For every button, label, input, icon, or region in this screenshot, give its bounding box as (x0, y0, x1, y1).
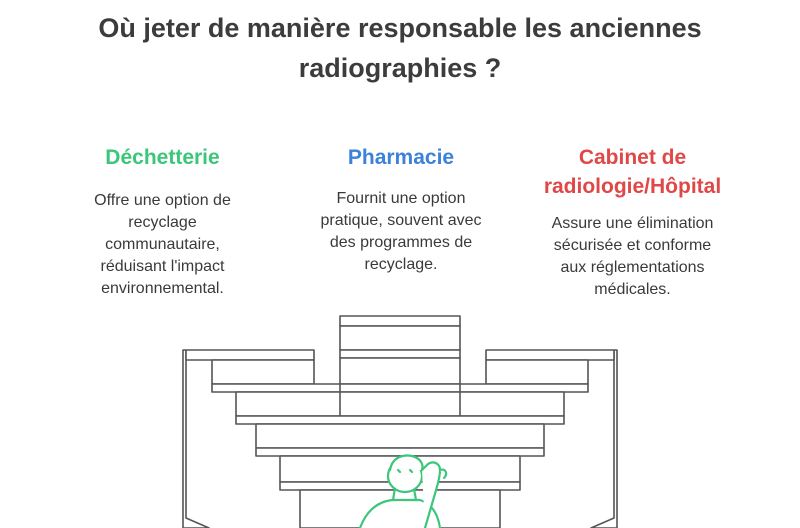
option-title: Pharmacie (347, 146, 455, 169)
right-step-4 (457, 391, 565, 417)
title-line-1: Où jeter de manière responsable les anci… (98, 13, 702, 43)
right-wall-shape (590, 349, 618, 528)
option-title: Déchetterie (105, 146, 220, 169)
option-description: Offre une option de recyclage communauta… (94, 192, 231, 297)
center-step-6 (339, 391, 461, 417)
center-step-3 (339, 349, 461, 359)
title-line-2: radiographies ? (298, 53, 502, 83)
page-title: Où jeter de manière responsable les anci… (0, 8, 800, 88)
option-description: Fournit une option pratique, souvent ave… (320, 190, 482, 273)
left-wall-shape (182, 349, 210, 528)
left-step-3 (211, 383, 343, 393)
right-step-3 (457, 383, 589, 393)
left-step-2 (211, 359, 315, 385)
center-step-4 (339, 357, 461, 385)
lower-step-3 (255, 447, 545, 457)
lower-step-2 (255, 423, 545, 449)
left-step-4 (235, 391, 343, 417)
center-step-1 (339, 315, 461, 327)
center-step-5 (339, 383, 461, 393)
option-title: Cabinet de radiologie/Hôpital (543, 146, 722, 198)
right-step-2 (485, 359, 589, 385)
thinking-person-icon (358, 454, 448, 528)
option-dechetterie: Déchetterie Offre une option de recyclag… (60, 143, 265, 300)
lower-step-1 (235, 415, 565, 425)
option-description: Assure une élimination sécurisée et conf… (551, 215, 714, 298)
center-step-2 (339, 325, 461, 351)
left-step-1 (185, 349, 315, 361)
option-pharmacie: Pharmacie Fournit une option pratique, s… (296, 143, 506, 276)
option-cabinet-radiologie: Cabinet de radiologie/Hôpital Assure une… (520, 143, 745, 301)
right-step-1 (485, 349, 615, 361)
